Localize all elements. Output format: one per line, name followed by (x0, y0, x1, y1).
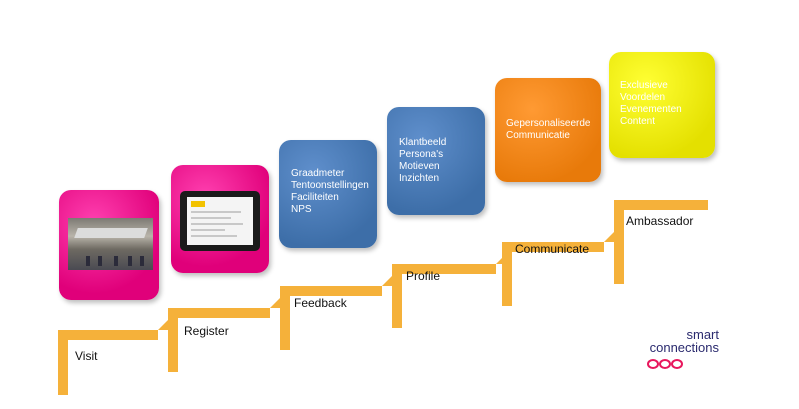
step-label-communicate: Communicate (515, 242, 590, 256)
stair-step-register (168, 298, 280, 372)
profile-box: Klantbeeld Persona's Motieven Inzichten (387, 107, 485, 215)
logo-chain-icon (647, 359, 683, 369)
logo-line-2: connections (649, 340, 719, 355)
ambassador-box: Exclusieve Voordelen Evenementen Content (609, 52, 715, 158)
stair-step-visit (58, 320, 168, 395)
communicate-box-text: Gepersonaliseerde Communicatie (506, 118, 591, 141)
ambassador-box-text: Exclusieve Voordelen Evenementen Content (620, 80, 682, 127)
register-tablet-box (171, 165, 269, 273)
stair-step-ambassador (614, 200, 708, 284)
feedback-box: Graadmeter Tentoonstellingen Faciliteite… (279, 140, 377, 248)
stair-step-communicate (502, 232, 614, 306)
tablet-image (180, 191, 260, 251)
visit-photo-box (59, 190, 159, 300)
museum-photo (68, 218, 153, 270)
smart-connections-logo: smart connections (619, 328, 719, 378)
step-label-feedback: Feedback (294, 296, 347, 310)
communicate-box: Gepersonaliseerde Communicatie (495, 78, 601, 182)
step-label-register: Register (184, 324, 229, 338)
step-label-profile: Profile (406, 269, 441, 283)
step-label-visit: Visit (75, 349, 98, 363)
stair-step-feedback (280, 276, 392, 350)
feedback-box-text: Graadmeter Tentoonstellingen Faciliteite… (291, 168, 369, 215)
stair-step-profile (392, 254, 506, 328)
step-label-ambassador: Ambassador (626, 214, 694, 228)
profile-box-text: Klantbeeld Persona's Motieven Inzichten (399, 137, 447, 184)
logo-line-1: smart (686, 327, 720, 342)
